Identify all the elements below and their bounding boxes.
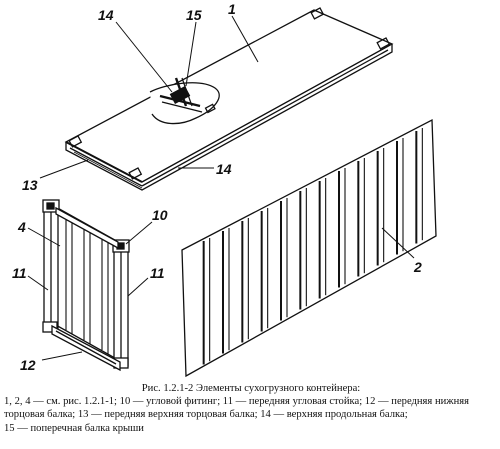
callout-4: 4 (17, 219, 26, 235)
callout-10: 10 (152, 207, 168, 223)
caption-title: Рис. 1.2.1-2 Элементы сухогрузного конте… (141, 383, 361, 394)
container-elements-drawing: 14 15 1 13 14 4 10 11 11 12 2 (12, 1, 437, 378)
caption-line-1: 1, 2, 4 — см. рис. 1.2.1-1; 10 — угловой… (4, 396, 470, 408)
caption-line-2: торцовая балка; 13 — передняя верхняя то… (4, 409, 408, 421)
callout-13: 13 (22, 177, 38, 193)
callout-11-left: 11 (12, 265, 27, 281)
side-wall-corrugations (202, 128, 423, 365)
callout-14-top: 14 (98, 7, 114, 23)
side-wall-leader (381, 227, 415, 259)
side-wall (181, 118, 437, 378)
callout-14-bottom: 14 (216, 161, 232, 177)
end-frame (42, 199, 130, 372)
callout-2: 2 (413, 259, 422, 275)
end-frame-leaders (27, 221, 153, 361)
callout-11-right: 11 (150, 265, 165, 281)
roof-leaders (39, 15, 259, 179)
roof-panel (64, 7, 394, 191)
callout-15: 15 (186, 7, 202, 23)
figure-caption: Рис. 1.2.1-2 Элементы сухогрузного конте… (4, 382, 498, 435)
roof-cross-beam (159, 77, 216, 114)
callout-1: 1 (228, 1, 236, 17)
caption-line-3: 15 — поперечная балка крыши (4, 422, 144, 434)
callout-12: 12 (20, 357, 36, 373)
